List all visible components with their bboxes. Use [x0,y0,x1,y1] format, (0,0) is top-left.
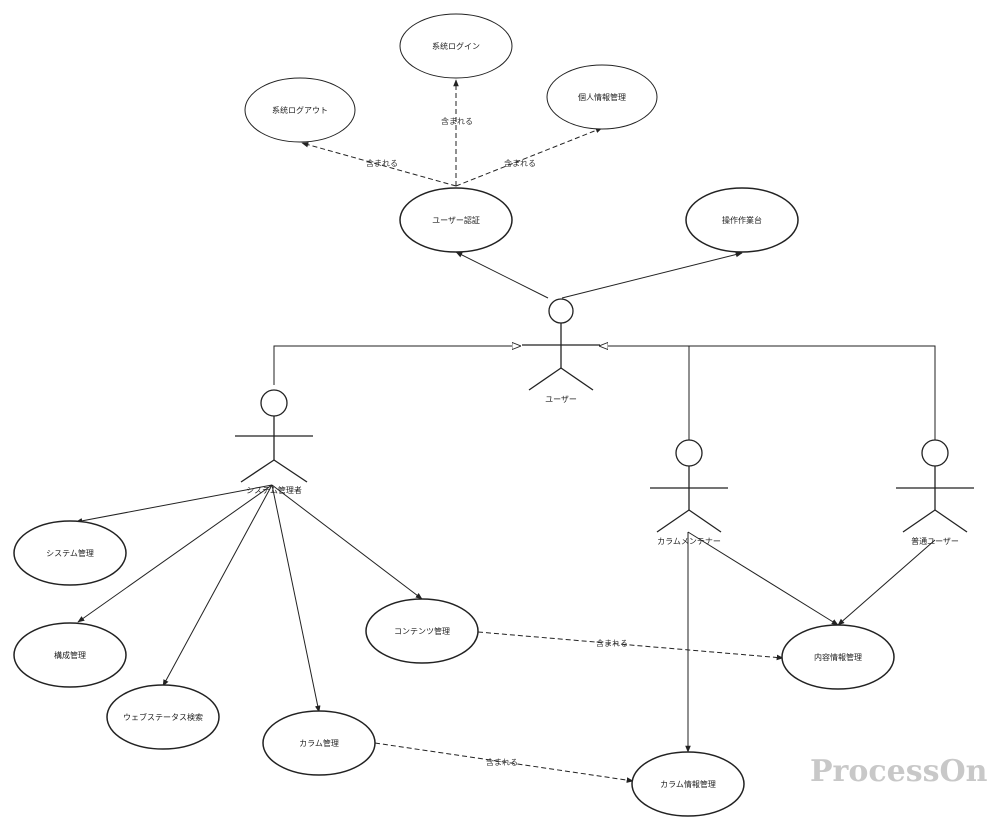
edge-content-contentinfo [477,631,784,661]
use-case-auth[interactable]: ユーザー認証 [399,187,513,253]
edge-auth-personal [455,127,603,187]
processon-watermark: ProcessOn [810,754,988,789]
use-case-column[interactable]: カラム管理 [262,710,376,776]
edge-maintainer-contentinfo [687,531,839,626]
generalization-edges [273,346,936,440]
include-label: 含まれる [596,638,628,648]
edge-user-auth [455,251,549,299]
actor-admin-label: システム管理者 [246,485,302,495]
edge-column-columninfo [374,742,634,783]
edge-auth-logout [301,141,457,187]
use-case-content[interactable]: コンテンツ管理 [365,598,479,664]
use-case-config-label: 構成管理 [54,650,86,660]
use-case-column-info[interactable]: カラム情報管理 [631,751,745,817]
edge-admin-system [75,484,273,524]
use-case-column-info-label: カラム情報管理 [660,779,716,789]
use-case-column-label: カラム管理 [299,738,339,748]
use-case-auth-label: ユーザー認証 [432,215,480,225]
edge-admin-config [77,484,273,623]
use-case-content-label: コンテンツ管理 [394,626,450,636]
use-case-console[interactable]: 操作作業台 [685,187,799,253]
edge-admin-user [273,346,520,385]
actor-maintainer[interactable]: カラムメンテナー [650,439,728,546]
use-case-logout-label: 系统ログアウト [272,105,328,115]
edge-admin-content [271,484,423,600]
include-label: 含まれる [366,158,398,168]
actor-maintainer-label: カラムメンテナー [657,537,721,546]
include-label: 含まれる [441,116,473,126]
edge-user-console [561,251,743,299]
association-edges [75,251,936,753]
include-edges [301,79,784,783]
use-case-personal[interactable]: 個人情報管理 [546,64,658,130]
use-case-system-label: システム管理 [46,548,94,558]
include-label: 含まれる [504,158,536,168]
actor-ordinary-label: 普通ユーザー [911,536,959,546]
actor-user[interactable]: ユーザー [522,298,600,404]
include-label: 含まれる [486,757,518,767]
use-case-logout[interactable]: 系统ログアウト [244,77,356,143]
edge-ordinary-user [600,346,936,440]
actor-user-label: ユーザー [545,395,577,404]
use-case-config[interactable]: 構成管理 [13,622,127,688]
use-case-content-info[interactable]: 内容情報管理 [781,624,895,690]
use-case-console-label: 操作作業台 [722,215,762,225]
use-case-content-info-label: 内容情報管理 [814,652,862,662]
actor-ordinary[interactable]: 普通ユーザー [896,439,974,546]
actor-admin[interactable]: システム管理者 [235,389,313,495]
edge-admin-web [162,484,273,687]
use-case-web-status-label: ウェブステータス検索 [123,712,203,722]
edge-ordinary-contentinfo [837,539,936,626]
use-case-personal-label: 個人情報管理 [578,92,626,102]
edge-admin-column [271,484,321,713]
use-case-system[interactable]: システム管理 [13,520,127,586]
use-case-login[interactable]: 系统ログイン [399,13,513,79]
use-case-web-status[interactable]: ウェブステータス検索 [106,684,220,750]
use-case-login-label: 系统ログイン [432,41,480,51]
